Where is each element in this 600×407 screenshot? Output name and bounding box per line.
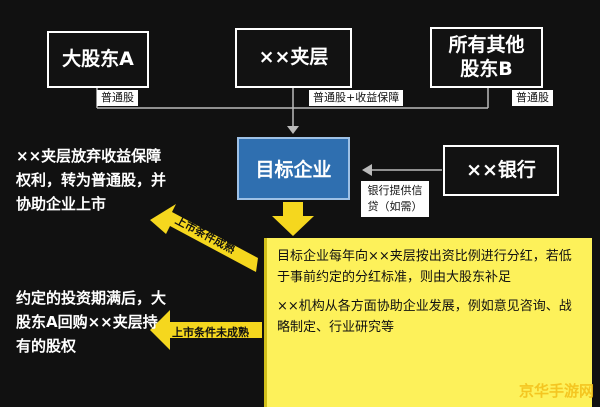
arrowhead-down: [287, 126, 299, 134]
bank-note: 银行提供信贷（如需）: [361, 181, 429, 217]
box-mezzanine: ××夹层: [235, 28, 352, 88]
label-ipo-fail: 上市条件未成熟: [172, 326, 249, 339]
yellow-arrow-ipo-fail: [150, 310, 262, 350]
arrowhead-bank: [362, 164, 372, 176]
note-ipo-success: ××夹层放弃收益保障权利，转为普通股，并协助企业上市: [16, 147, 167, 213]
yellow-arrow-ipo-success: [150, 204, 258, 272]
box-shareholder-a: 大股东A: [47, 31, 149, 88]
yellow-down-arrow: [272, 202, 314, 236]
box-bank: ××银行: [443, 145, 559, 196]
box-other-shareholders: 所有其他股东B: [430, 27, 543, 88]
tag-common-a: 普通股: [97, 90, 138, 106]
note-ipo-fail: 约定的投资期满后，大股东A回购××夹层持有的股权: [16, 289, 167, 355]
box-other-shareholders-label: 所有其他股东B: [448, 33, 525, 80]
explanation-panel: 目标企业每年向××夹层按出资比例进行分红，若低于事前约定的分红标准，则由大股东补…: [264, 238, 592, 407]
panel-dividend-text: 目标企业每年向××夹层按出资比例进行分红，若低于事前约定的分红标准，则由大股东补…: [277, 249, 572, 285]
box-bank-label: ××银行: [466, 158, 536, 181]
box-target: 目标企业: [237, 137, 350, 200]
panel-support-text: ××机构从各方面协助企业发展，例如意见咨询、战略制定、行业研究等: [277, 299, 572, 335]
watermark-logo: 京华手游网: [518, 382, 594, 400]
tag-common-b: 普通股: [512, 90, 553, 106]
tag-common-mezz: 普通股+收益保障: [309, 90, 404, 106]
box-mezzanine-label: ××夹层: [258, 46, 329, 69]
box-shareholder-a-label: 大股东A: [62, 47, 134, 70]
box-target-label: 目标企业: [255, 159, 332, 181]
